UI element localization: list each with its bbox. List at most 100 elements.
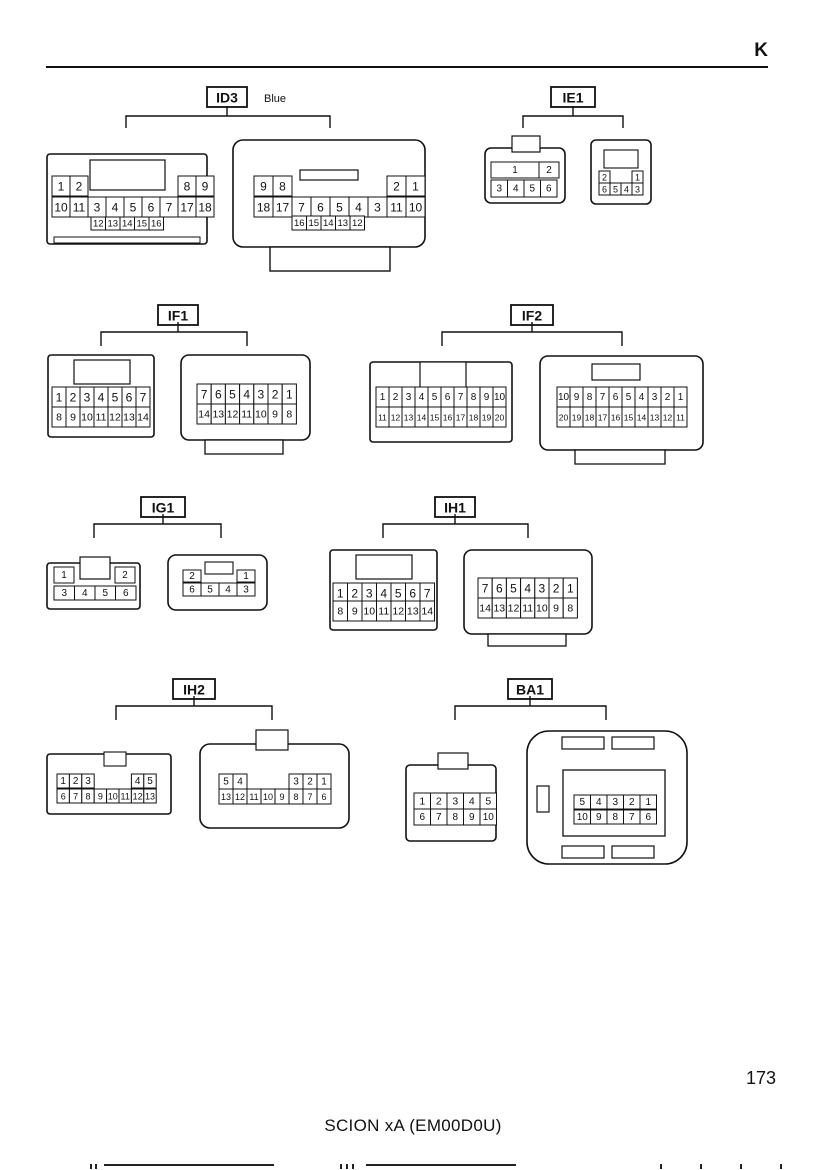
pin-number: 13	[123, 412, 135, 424]
pin-number: 6	[409, 587, 416, 601]
connector-code: IF1	[168, 308, 188, 324]
pin-number: 5	[395, 587, 402, 601]
pin-number: 8	[471, 392, 477, 403]
pin-number: 2	[76, 180, 83, 194]
connector-code: IE1	[562, 90, 583, 106]
pin-cell	[53, 566, 75, 584]
pin-number: 12	[663, 413, 673, 423]
pin-number: 3	[61, 588, 67, 599]
pin-number: 20	[495, 413, 505, 423]
pin-number: 12	[133, 792, 143, 802]
pin-number: 3	[406, 392, 412, 403]
pin-number: 12	[227, 409, 239, 421]
pin-number: 11	[241, 409, 252, 421]
pin-number: 16	[611, 413, 621, 423]
pin-number: 6	[321, 792, 326, 802]
pin-number: 3	[243, 585, 249, 596]
latch-recess	[89, 159, 166, 191]
pin-number: 4	[237, 777, 243, 788]
pin-number: 3	[85, 776, 91, 787]
pin-number: 2	[665, 392, 671, 403]
pin-number: 6	[546, 184, 552, 195]
pin-number: 14	[417, 413, 427, 423]
pin-cell	[281, 403, 297, 425]
pin-number: 8	[587, 392, 593, 403]
pin-number: 19	[482, 413, 492, 423]
latch	[103, 751, 127, 767]
bracket-line	[100, 331, 248, 346]
pin-number: 8	[286, 409, 292, 421]
pin-number: 7	[307, 792, 312, 802]
pin-number: 18	[198, 201, 212, 215]
pin-number: 1	[567, 582, 574, 596]
pin-cell	[349, 215, 365, 231]
pin-cell	[479, 808, 497, 826]
pin-number: 6	[189, 585, 195, 596]
pin-number: 2	[122, 570, 128, 581]
pin-number: 10	[108, 792, 118, 802]
bracket-line	[382, 523, 529, 538]
pin-number: 9	[596, 812, 602, 823]
pin-cell	[631, 182, 644, 196]
pin-number: 6	[645, 812, 651, 823]
pin-number: 1	[419, 796, 425, 808]
pin-cell	[236, 569, 256, 583]
pin-cell	[143, 773, 157, 789]
pin-number: 13	[212, 409, 224, 421]
pin-number: 2	[307, 777, 313, 788]
pin-number: 7	[629, 812, 635, 823]
pin-number: 18	[257, 201, 271, 215]
lock-tab	[269, 246, 391, 272]
pin-number: 3	[94, 201, 101, 215]
pin-number: 8	[612, 812, 618, 823]
pin-number: 2	[393, 392, 399, 403]
pin-number: 4	[355, 201, 362, 215]
bracket-line	[115, 705, 273, 720]
pin-number: 9	[553, 603, 559, 615]
pin-number: 2	[393, 180, 400, 194]
pin-number: 9	[352, 606, 358, 618]
lock-tab	[574, 449, 666, 465]
pin-cell	[540, 179, 558, 198]
pin-number: 8	[184, 180, 191, 194]
pin-number: 16	[443, 413, 453, 423]
pin-number: 3	[612, 797, 618, 808]
pin-cell	[419, 600, 435, 622]
pin-cell	[562, 597, 578, 619]
pin-number: 3	[366, 587, 373, 601]
pin-cell	[115, 585, 137, 601]
pin-number: 5	[485, 796, 491, 808]
latch-slot	[204, 561, 234, 575]
pin-number: 2	[602, 173, 607, 183]
pin-number: 17	[180, 201, 194, 215]
pin-number: 11	[121, 792, 130, 802]
slot	[611, 736, 655, 750]
pin-number: 1	[58, 180, 65, 194]
pin-number: 4	[135, 776, 141, 787]
pin-number: 4	[98, 391, 105, 405]
pin-number: 6	[602, 185, 607, 195]
pin-number: 11	[390, 201, 403, 215]
pin-number: 3	[452, 796, 458, 808]
pin-number: 12	[392, 606, 404, 618]
pin-cell	[182, 569, 202, 583]
pin-number: 11	[522, 603, 533, 615]
pin-number: 2	[351, 587, 358, 601]
pin-cell	[143, 788, 157, 804]
pin-number: 9	[574, 392, 580, 403]
pin-number: 5	[223, 777, 229, 788]
pin-number: 5	[579, 797, 585, 808]
pin-number: 13	[337, 218, 348, 229]
pin-number: 17	[598, 413, 608, 423]
pin-cell	[492, 406, 507, 428]
pin-number: 7	[73, 792, 78, 802]
latch	[255, 729, 289, 751]
pin-number: 2	[70, 391, 77, 405]
pin-number: 15	[136, 219, 147, 230]
pin-number: 10	[536, 603, 548, 615]
pin-number: 1	[286, 388, 293, 402]
pin-number: 14	[122, 219, 133, 230]
